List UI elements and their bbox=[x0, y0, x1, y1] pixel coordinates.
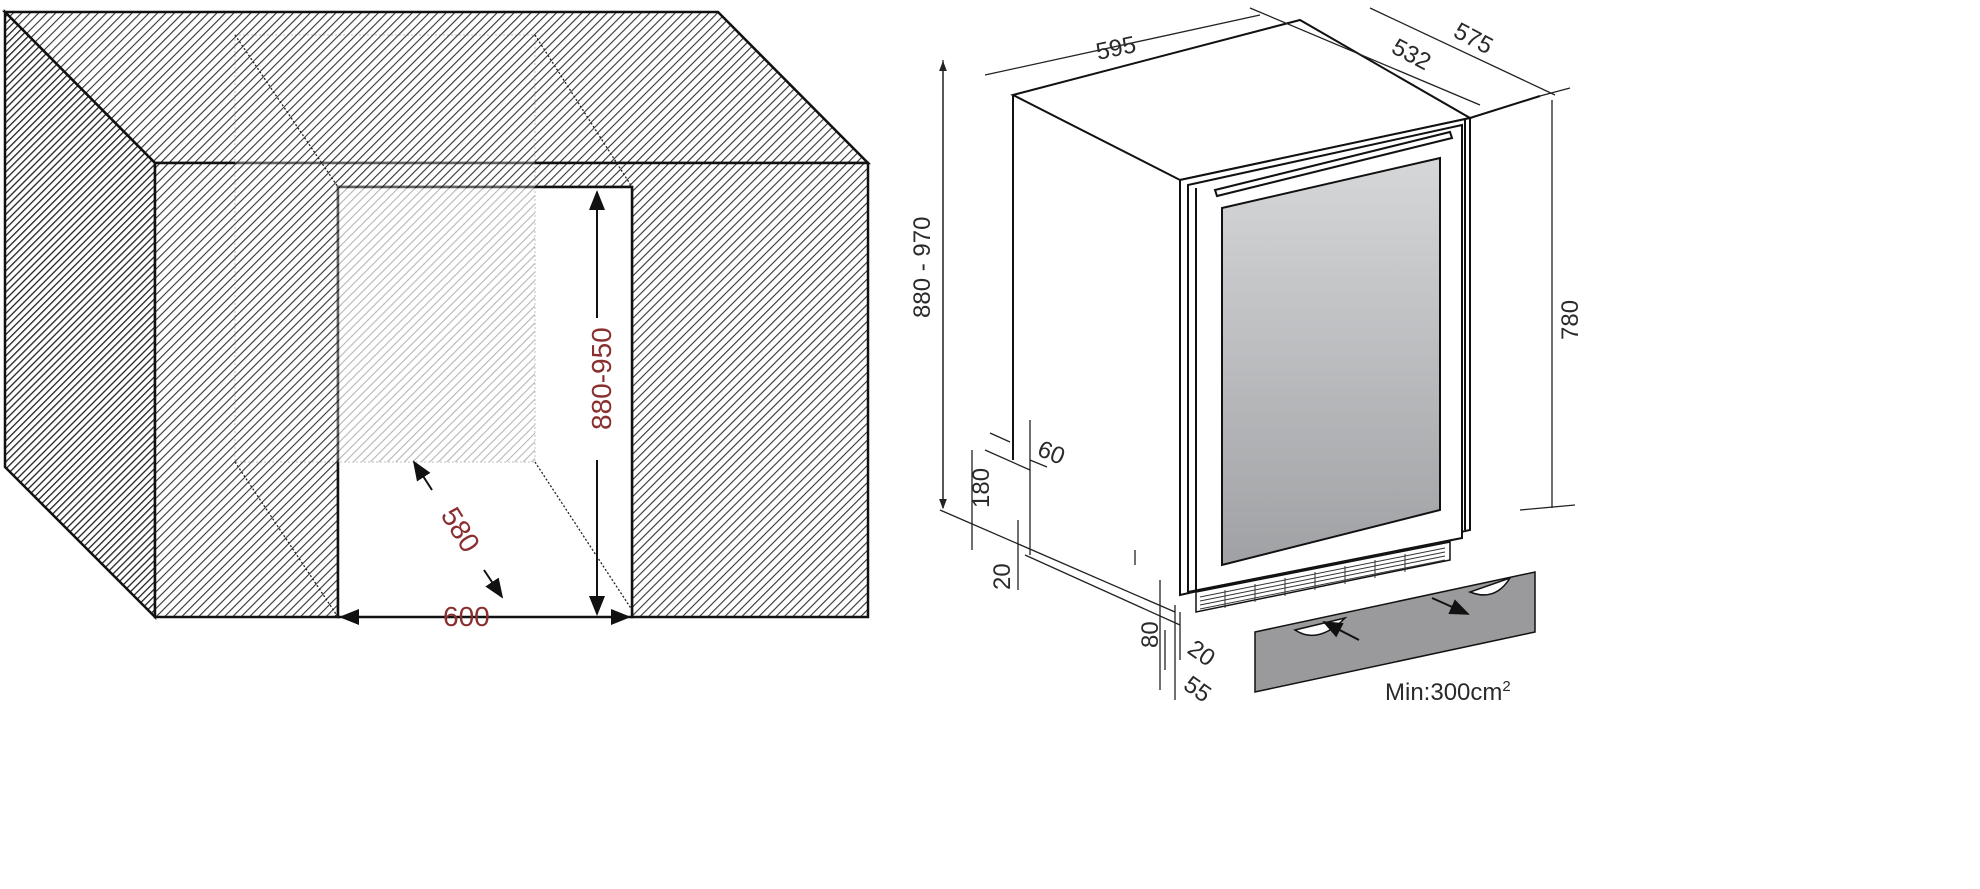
appliance-drawing: Min:300cm2 595 532 575 880 - 970 780 60 … bbox=[909, 7, 1584, 708]
plinth-height-label: 80 bbox=[1137, 621, 1164, 648]
appliance-height-label: 780 bbox=[1557, 300, 1584, 340]
vent-height-label: 180 bbox=[968, 468, 995, 508]
vent-depth-tick-2 bbox=[1029, 459, 1048, 468]
grille-slots bbox=[1199, 547, 1446, 610]
outer-depth-label: 575 bbox=[1449, 17, 1497, 60]
side-panel-top bbox=[1469, 95, 1541, 119]
outer-depth-dimline bbox=[1369, 7, 1556, 96]
appliance-height-ext-top bbox=[1539, 87, 1571, 97]
niche-cabinet: 880-950 580 600 bbox=[1, 8, 872, 632]
door-glass bbox=[1221, 156, 1441, 567]
depth-arrow-back bbox=[412, 460, 433, 491]
ventilation-area-label: Min:300cm2 bbox=[1385, 678, 1511, 706]
width-dimline bbox=[984, 14, 1261, 76]
width-label: 595 bbox=[1094, 31, 1139, 66]
appliance-height-ext bbox=[1519, 504, 1576, 511]
vent-depth-tick bbox=[989, 432, 1011, 443]
depth-arrow-front bbox=[483, 569, 504, 599]
vent-opening-top bbox=[984, 449, 1031, 471]
cabinet-height-label: 880 - 970 bbox=[909, 217, 936, 318]
inner-depth-label: 532 bbox=[1387, 33, 1435, 76]
plinth-setback-label: 55 bbox=[1179, 671, 1216, 708]
kickplate-arrow-right bbox=[1431, 597, 1470, 615]
kickplate-arrow-left bbox=[1322, 621, 1360, 641]
door-gap-label: 20 bbox=[1183, 635, 1220, 672]
niche-height-label: 880-950 bbox=[586, 327, 617, 430]
plinth-gap-label: 20 bbox=[989, 563, 1016, 590]
vent-depth-label: 60 bbox=[1034, 436, 1069, 471]
niche-width-label: 600 bbox=[443, 601, 490, 632]
door-handle bbox=[1213, 130, 1454, 198]
niche-depth-lines bbox=[234, 34, 633, 618]
plinth-line bbox=[1024, 554, 1181, 626]
inner-depth-dimline bbox=[1249, 7, 1481, 106]
floor-line bbox=[939, 509, 1176, 613]
niche-back-ghost bbox=[234, 34, 536, 463]
